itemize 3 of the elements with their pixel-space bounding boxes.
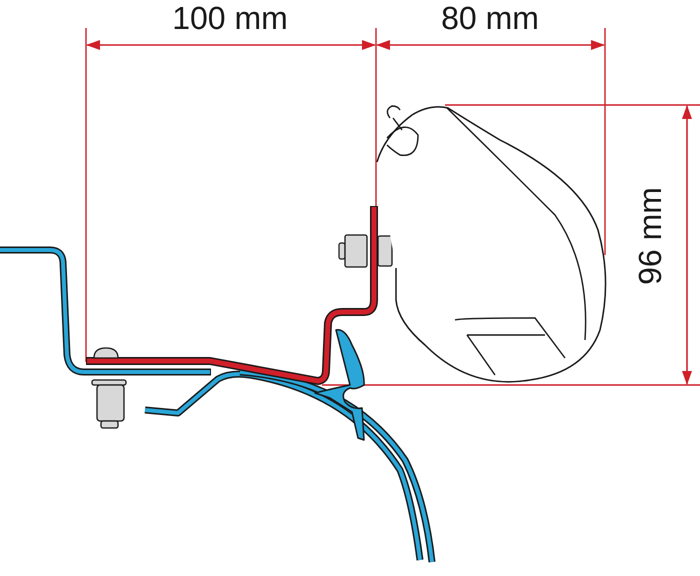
dimension-label: 96 mm <box>634 186 666 287</box>
dimension-label: 100 mm <box>171 2 289 34</box>
dimension-label: 80 mm <box>440 2 540 34</box>
